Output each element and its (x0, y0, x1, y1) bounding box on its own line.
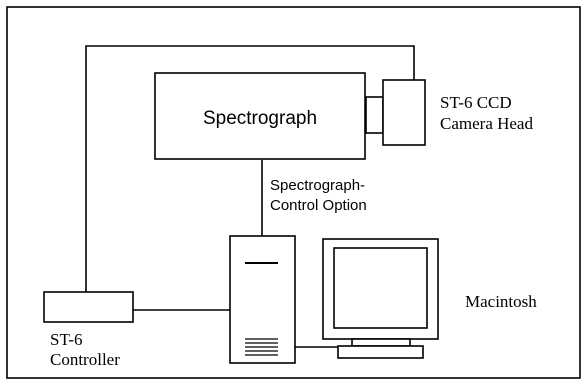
controller-label-line2: Controller (50, 350, 120, 369)
controller-label-line1: ST-6 (50, 330, 82, 349)
macintosh-label: Macintosh (465, 292, 537, 311)
spectrograph-label: Spectrograph (203, 108, 317, 129)
spectrograph-box (154, 72, 366, 160)
macintosh-monitor (322, 238, 439, 359)
computer-tower (229, 235, 296, 364)
camera-label-line2: Camera Head (440, 114, 533, 133)
ccd-camera-head (382, 79, 426, 146)
camera-adapter (365, 96, 384, 134)
camera-cable (85, 45, 415, 292)
camera-label-line1: ST-6 CCD (440, 93, 512, 112)
control-option-label-line2: Control Option (270, 197, 367, 214)
control-option-label-line1: Spectrograph- (270, 177, 365, 194)
st6-controller-box (43, 291, 134, 323)
diagram-frame (6, 6, 581, 379)
